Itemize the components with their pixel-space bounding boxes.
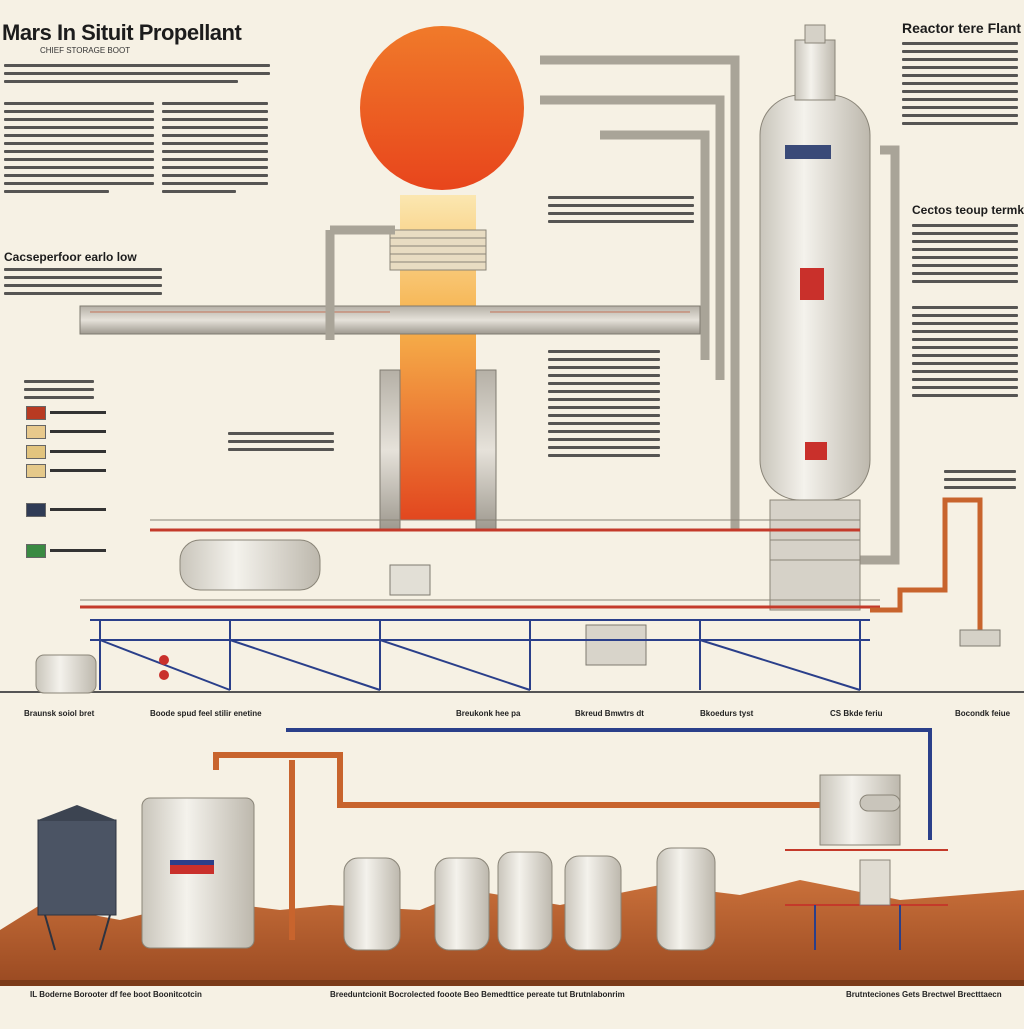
footer-label: Breeduntcionit Bocrolected fooote Beo Be… (330, 990, 625, 999)
silo (37, 819, 117, 916)
process-stage-label: Braunsk soiol bret (24, 709, 95, 718)
process-stage-label: Boode spud feel stilir enetine (150, 709, 262, 718)
legend-swatch (26, 544, 46, 558)
legend-entry-text (50, 411, 106, 414)
right-section-heading: Cectos teoup termk (912, 203, 1024, 217)
process-stage-label: Breukonk hee pa (456, 709, 521, 718)
legend-swatch (26, 406, 46, 420)
process-stage-label: Bocondk feiue (955, 709, 1011, 718)
right-title: Reactor tere Flant (902, 20, 1022, 36)
process-stage-label: Bkreud Bmwtrs dt (575, 709, 644, 718)
center-text-block-c (228, 432, 334, 456)
storage-tanks-row (343, 847, 716, 951)
legend-entry-text (50, 450, 106, 453)
legend-entry-text (50, 549, 106, 552)
center-text-block-a (548, 196, 694, 228)
page-subtitle: CHIEF STORAGE BOOT (40, 46, 131, 55)
left-section-text (4, 268, 162, 300)
process-stage-label: Bkoedurs tyst (700, 709, 754, 718)
right-text-block-c (912, 306, 1018, 402)
intro-text-block (4, 64, 270, 88)
legend-swatch (26, 425, 46, 439)
legend-swatch (26, 464, 46, 478)
legend-entry-text (50, 469, 106, 472)
left-text-column-b (162, 102, 268, 198)
left-section-heading: Cacseperfoor earlo low (4, 250, 137, 264)
legend-swatch (26, 445, 46, 459)
page-title: Mars In Situit Propellant (2, 20, 242, 45)
legend-entry-text (50, 430, 106, 433)
sun (360, 26, 524, 190)
right-callout-text (944, 470, 1016, 494)
right-text-block-b (912, 224, 1018, 288)
header-pipe (79, 305, 701, 335)
center-text-block-b (548, 350, 660, 462)
right-text-block-a (902, 42, 1018, 130)
legend-swatch (26, 503, 46, 517)
legend-header (24, 380, 94, 404)
footer-label: IL Boderne Borooter df fee boot Boonitco… (30, 990, 202, 999)
legend-entry-text (50, 508, 106, 511)
footer-label: Brutnteciones Gets Brectwel Brectttaecn (846, 990, 1002, 999)
left-text-column-a (4, 102, 154, 198)
process-stage-label: CS Bkde feriu (830, 709, 883, 718)
